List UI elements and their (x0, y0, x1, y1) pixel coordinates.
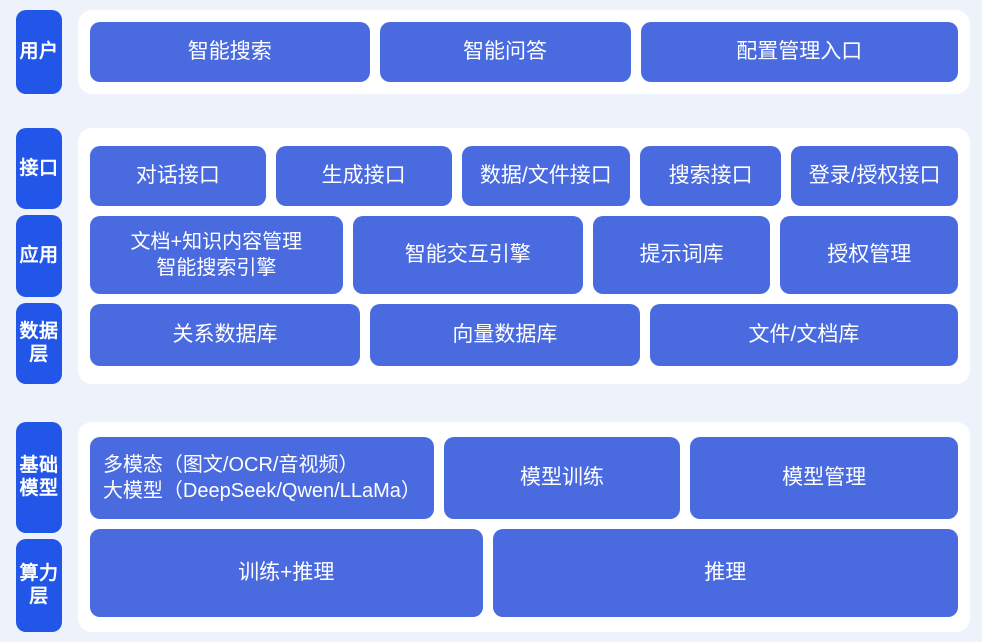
section-infrastructure-panel: 多模态（图文/OCR/音视频） 大模型（DeepSeek/Qwen/LLaMa）… (78, 422, 970, 632)
box-generate-api[interactable]: 生成接口 (275, 146, 452, 206)
layer-tab-compute[interactable]: 算力层 (16, 538, 62, 632)
box-dialog-api[interactable]: 对话接口 (90, 146, 266, 206)
layer-tab-foundation-model[interactable]: 基础模型 (16, 422, 62, 533)
box-config-management-entry[interactable]: 配置管理入口 (640, 22, 958, 82)
row-interface-apis: 对话接口 生成接口 数据/文件接口 搜索接口 登录/授权接口 (90, 146, 958, 206)
box-relational-database[interactable]: 关系数据库 (90, 304, 360, 366)
section-user-panel: 智能搜索 智能问答 配置管理入口 (78, 10, 970, 94)
section-platform-panel: 对话接口 生成接口 数据/文件接口 搜索接口 登录/授权接口 文档+知识内容管理… (78, 128, 970, 384)
box-search-api[interactable]: 搜索接口 (640, 146, 782, 206)
box-training-inference[interactable]: 训练+推理 (90, 529, 483, 617)
box-smart-qa[interactable]: 智能问答 (379, 22, 631, 82)
row-data-stores: 关系数据库 向量数据库 文件/文档库 (90, 304, 958, 366)
box-login-auth-api[interactable]: 登录/授权接口 (791, 146, 958, 206)
box-doc-knowledge-management[interactable]: 文档+知识内容管理 智能搜索引擎 (90, 216, 343, 294)
box-smart-interaction-engine[interactable]: 智能交互引擎 (352, 216, 583, 294)
box-authorization-management[interactable]: 授权管理 (780, 216, 958, 294)
box-file-document-store[interactable]: 文件/文档库 (649, 304, 958, 366)
box-smart-search[interactable]: 智能搜索 (90, 22, 370, 82)
layer-tab-interface[interactable]: 接口 (16, 128, 62, 210)
row-compute-workloads: 训练+推理 推理 (90, 529, 958, 617)
section-infrastructure: 基础模型 算力层 多模态（图文/OCR/音视频） 大模型（DeepSeek/Qw… (0, 412, 982, 642)
section-user-label-column: 用户 (0, 0, 78, 104)
section-platform: 接口 应用 数据层 对话接口 生成接口 数据/文件接口 搜索接口 登录/授权接口… (0, 118, 982, 394)
layer-tab-data[interactable]: 数据层 (16, 302, 62, 384)
row-user-entries: 智能搜索 智能问答 配置管理入口 (90, 22, 958, 82)
layer-tab-application[interactable]: 应用 (16, 215, 62, 297)
box-prompt-library[interactable]: 提示词库 (592, 216, 771, 294)
row-application-services: 文档+知识内容管理 智能搜索引擎 智能交互引擎 提示词库 授权管理 (90, 216, 958, 294)
section-platform-label-column: 接口 应用 数据层 (0, 118, 78, 394)
box-model-training[interactable]: 模型训练 (443, 437, 681, 519)
row-model-capabilities: 多模态（图文/OCR/音视频） 大模型（DeepSeek/Qwen/LLaMa）… (90, 437, 958, 519)
box-model-management[interactable]: 模型管理 (690, 437, 958, 519)
box-vector-database[interactable]: 向量数据库 (369, 304, 640, 366)
box-multimodal-llm[interactable]: 多模态（图文/OCR/音视频） 大模型（DeepSeek/Qwen/LLaMa） (90, 437, 434, 519)
layer-tab-user[interactable]: 用户 (16, 10, 62, 94)
box-inference[interactable]: 推理 (492, 529, 958, 617)
section-user: 用户 智能搜索 智能问答 配置管理入口 (0, 0, 982, 104)
section-infrastructure-label-column: 基础模型 算力层 (0, 412, 78, 642)
box-data-file-api[interactable]: 数据/文件接口 (461, 146, 631, 206)
